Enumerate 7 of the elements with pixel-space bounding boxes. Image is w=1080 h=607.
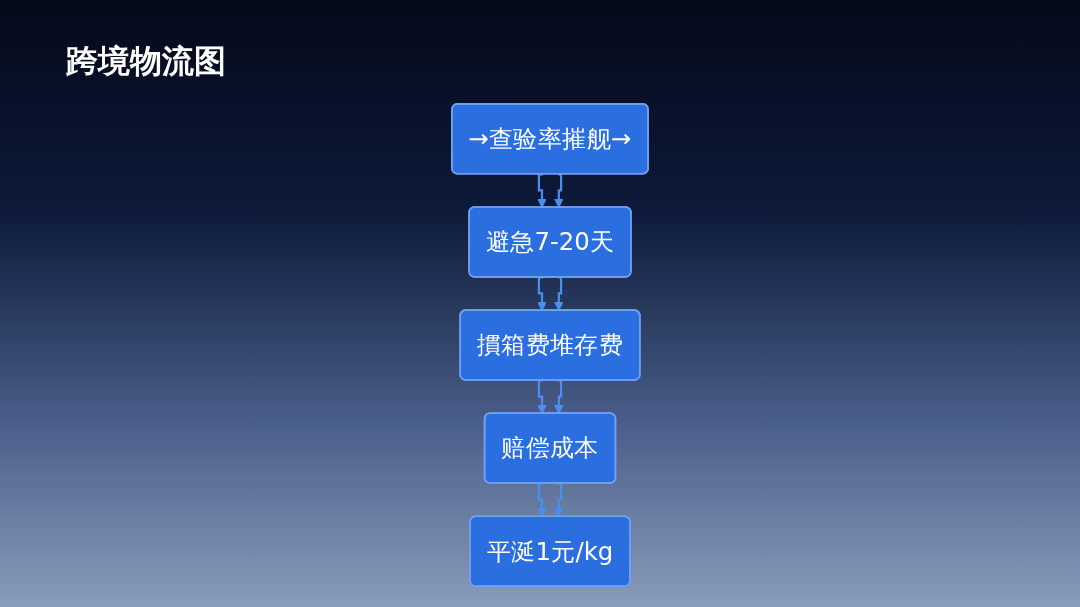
arrow bbox=[537, 276, 547, 312]
arrow bbox=[537, 482, 547, 518]
arrow bbox=[537, 379, 547, 415]
diagram-title: 跨境物流图 bbox=[66, 41, 226, 82]
arrow bbox=[553, 379, 564, 415]
arrow bbox=[553, 482, 564, 518]
arrow bbox=[553, 276, 564, 312]
